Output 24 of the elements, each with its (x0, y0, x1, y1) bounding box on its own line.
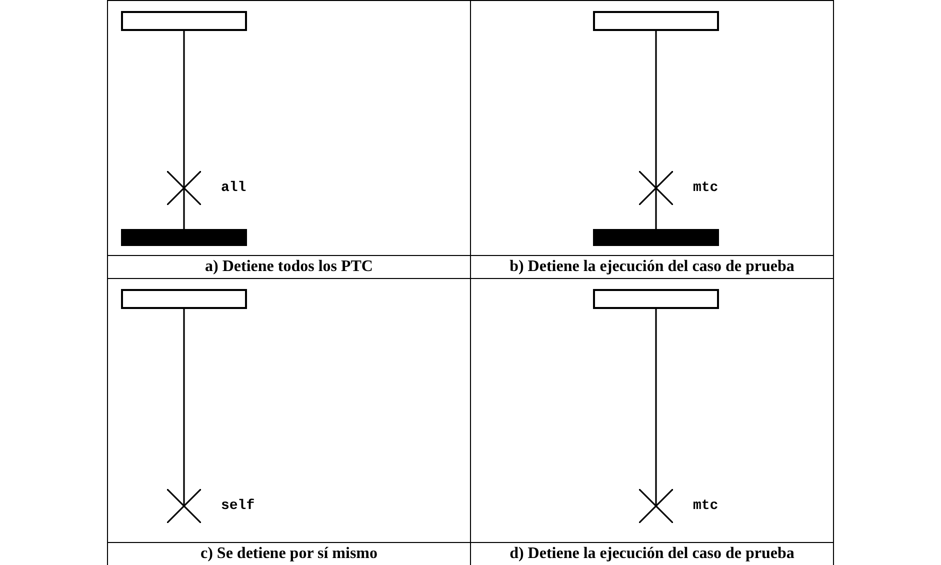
instance-label: mtc (693, 498, 718, 514)
lifeline (183, 309, 185, 505)
panel-caption: d) Detiene la ejecución del caso de prueba (471, 542, 833, 565)
diagram-panel (107, 0, 471, 279)
diagram-panel (470, 278, 834, 565)
instance-head (121, 289, 247, 309)
instance-label: mtc (693, 180, 718, 196)
diagram-panel (107, 278, 471, 565)
instance-label: all (221, 180, 246, 196)
instance-head (593, 11, 719, 31)
panel-caption: a) Detiene todos los PTC (108, 255, 470, 278)
lifeline (655, 309, 657, 505)
instance-end-bar (593, 229, 719, 246)
lifeline (183, 189, 185, 229)
instance-head (121, 11, 247, 31)
panel-caption: b) Detiene la ejecución del caso de prueba (471, 255, 833, 278)
panel-caption: c) Se detiene por sí mismo (108, 542, 470, 565)
instance-label: self (221, 498, 255, 514)
diagram-panel (470, 0, 834, 279)
lifeline (655, 189, 657, 229)
lifeline (183, 31, 185, 187)
instance-end-bar (121, 229, 247, 246)
lifeline (655, 31, 657, 187)
instance-head (593, 289, 719, 309)
